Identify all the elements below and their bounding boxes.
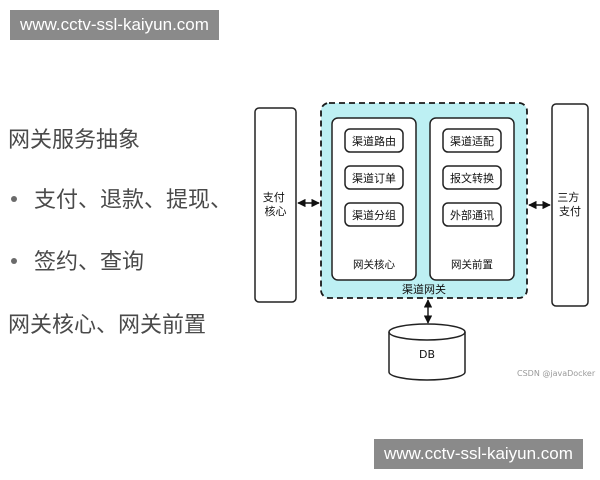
channel-routing-box [344,128,404,153]
db-label: DB [419,348,435,361]
bullet-dot-icon [11,258,17,264]
watermark-bottom: www.cctv-ssl-kaiyun.com [374,439,583,469]
channel-order-label: 渠道订单 [352,171,396,185]
third-party-line2: 支付 [559,205,581,218]
payment-core-line2: 核心 [265,204,287,218]
third-party-label: 三方 支付 [557,190,583,218]
channel-group-box [344,202,404,227]
message-convert-box [442,165,502,190]
channel-routing-label: 渠道路由 [352,134,396,148]
channel-adapter-label: 渠道适配 [450,134,494,148]
third-party-box [551,103,589,307]
csdn-credit: CSDN @javaDocker [517,369,596,378]
channel-gateway-label: 渠道网关 [402,282,446,296]
bullet-sign-query: 签约、查询 [34,250,145,275]
payment-core-line1: 支付 [263,191,285,204]
db-cylinder [388,323,466,381]
payment-core-label: 支付 核心 [263,191,289,218]
gateway-core-panel [331,117,417,281]
channel-order-box [344,165,404,190]
external-comm-label: 外部通讯 [450,208,494,222]
bullet-payments: 支付、退款、提现、 [34,188,233,213]
db-cylinder-rim [388,331,466,341]
external-comm-box [442,202,502,227]
footer-core-front: 网关核心、网关前置 [8,313,207,338]
message-convert-label: 报文转换 [450,171,494,185]
bullet-dot-icon [11,196,17,202]
channel-group-label: 渠道分组 [352,208,396,222]
payment-core-box [254,107,297,303]
heading-gateway-abstraction: 网关服务抽象 [8,128,141,153]
channel-adapter-box [442,128,502,153]
watermark-top: www.cctv-ssl-kaiyun.com [10,10,219,40]
gateway-front-title: 网关前置 [451,258,493,271]
gateway-front-panel [429,117,515,281]
gateway-core-title: 网关核心 [353,258,395,271]
third-party-line1: 三方 [557,190,579,204]
